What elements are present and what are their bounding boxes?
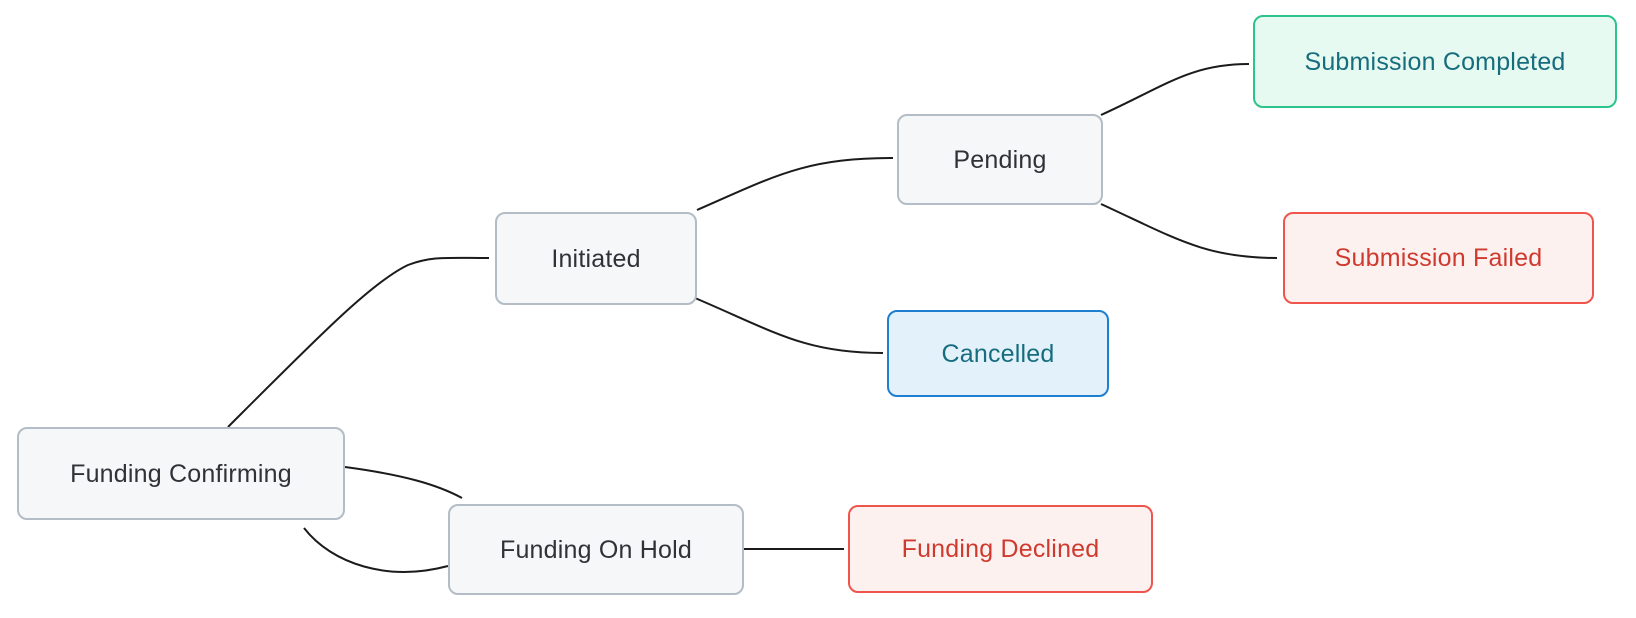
edge-pending-to-submission-completed — [1100, 63, 1250, 116]
node-label: Funding Declined — [901, 535, 1100, 563]
edge-pending-to-submission-failed — [1100, 203, 1278, 259]
node-label: Funding Confirming — [70, 459, 292, 488]
node-submission-completed: Submission Completed — [1253, 15, 1617, 108]
edge-funding-confirming-to-funding-on-hold — [344, 466, 463, 499]
node-initiated: Initiated — [495, 212, 697, 305]
edge-funding-confirming-to-initiated — [227, 256, 490, 428]
edge-initiated-to-cancelled — [694, 297, 884, 354]
node-label: Funding On Hold — [499, 535, 692, 564]
node-cancelled: Cancelled — [887, 310, 1109, 397]
node-funding-on-hold: Funding On Hold — [448, 504, 744, 595]
node-pending: Pending — [897, 114, 1103, 205]
node-label: Cancelled — [941, 339, 1055, 368]
node-label: Submission Completed — [1304, 47, 1566, 76]
node-submission-failed: Submission Failed — [1283, 212, 1594, 304]
node-label: Submission Failed — [1334, 244, 1543, 272]
node-funding-confirming: Funding Confirming — [17, 427, 345, 520]
edge-initiated-to-pending — [696, 157, 894, 211]
edge-funding-on-hold-to-funding-confirming — [303, 527, 449, 573]
node-funding-declined: Funding Declined — [848, 505, 1153, 593]
node-label: Initiated — [551, 244, 641, 273]
node-label: Pending — [953, 145, 1047, 174]
